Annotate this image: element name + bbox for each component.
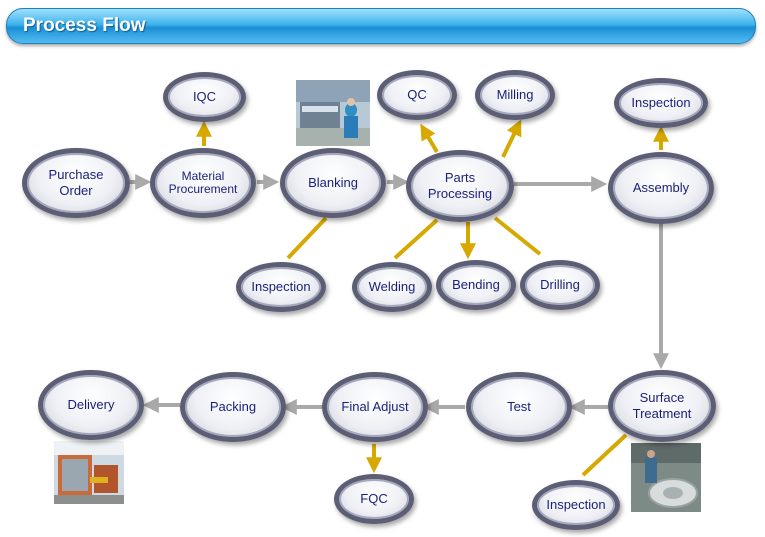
node-label: Milling	[496, 87, 534, 102]
delivery-truck-photo	[54, 441, 124, 504]
page-title: Process Flow	[23, 15, 146, 36]
title-bar: Process Flow	[6, 8, 756, 44]
node-iqc: IQC	[163, 72, 246, 122]
node-bending: Bending	[436, 260, 516, 310]
arrow-processing-to-drilling	[493, 216, 542, 256]
node-inspection-surface: Inspection	[532, 480, 620, 530]
node-purchase-order: Purchase Order	[22, 148, 130, 218]
node-parts-processing: Parts Processing	[406, 150, 514, 222]
node-inspection-assembly: Inspection	[614, 78, 708, 128]
arrow-processing-to-qc	[420, 123, 439, 154]
node-label: Delivery	[67, 397, 115, 412]
node-packing: Packing	[180, 372, 286, 442]
node-fqc: FQC	[334, 474, 414, 524]
node-label: Final Adjust	[341, 399, 409, 414]
arrow-surface-to-inspection	[581, 433, 628, 477]
node-delivery: Delivery	[38, 370, 144, 440]
node-label: Surface Treatment	[632, 390, 692, 421]
node-label: Blanking	[308, 175, 358, 190]
node-label: Bending	[452, 277, 500, 292]
arrow-processing-to-milling	[501, 119, 522, 158]
node-welding: Welding	[352, 262, 432, 312]
node-drilling: Drilling	[520, 260, 600, 310]
node-label: Inspection	[631, 95, 691, 110]
node-test: Test	[466, 372, 572, 442]
node-label: Parts Processing	[427, 170, 493, 201]
node-surface-treatment: Surface Treatment	[608, 370, 716, 442]
node-label: QC	[407, 87, 427, 102]
node-label: Test	[507, 399, 531, 414]
node-label: Assembly	[632, 180, 690, 195]
arrow-blanking-to-inspection	[286, 216, 328, 260]
node-material-procurement: Material Procurement	[150, 148, 256, 218]
node-label: Material Procurement	[168, 169, 238, 196]
node-inspection-blanking: Inspection	[236, 262, 326, 312]
arrow-processing-to-welding	[393, 218, 439, 260]
blanking-workshop-photo	[296, 80, 370, 146]
node-label: Inspection	[251, 279, 311, 294]
node-label: Purchase Order	[48, 167, 104, 198]
node-label: FQC	[360, 491, 388, 506]
surface-treatment-photo	[631, 443, 701, 512]
node-blanking: Blanking	[280, 148, 386, 218]
node-milling: Milling	[475, 70, 555, 120]
node-final-adjust: Final Adjust	[322, 372, 428, 442]
node-label: Packing	[209, 399, 257, 414]
node-assembly: Assembly	[608, 152, 714, 224]
node-qc: QC	[377, 70, 457, 120]
node-label: Drilling	[540, 277, 580, 292]
node-label: Inspection	[546, 497, 606, 512]
node-label: IQC	[192, 89, 217, 104]
node-label: Welding	[368, 279, 416, 294]
